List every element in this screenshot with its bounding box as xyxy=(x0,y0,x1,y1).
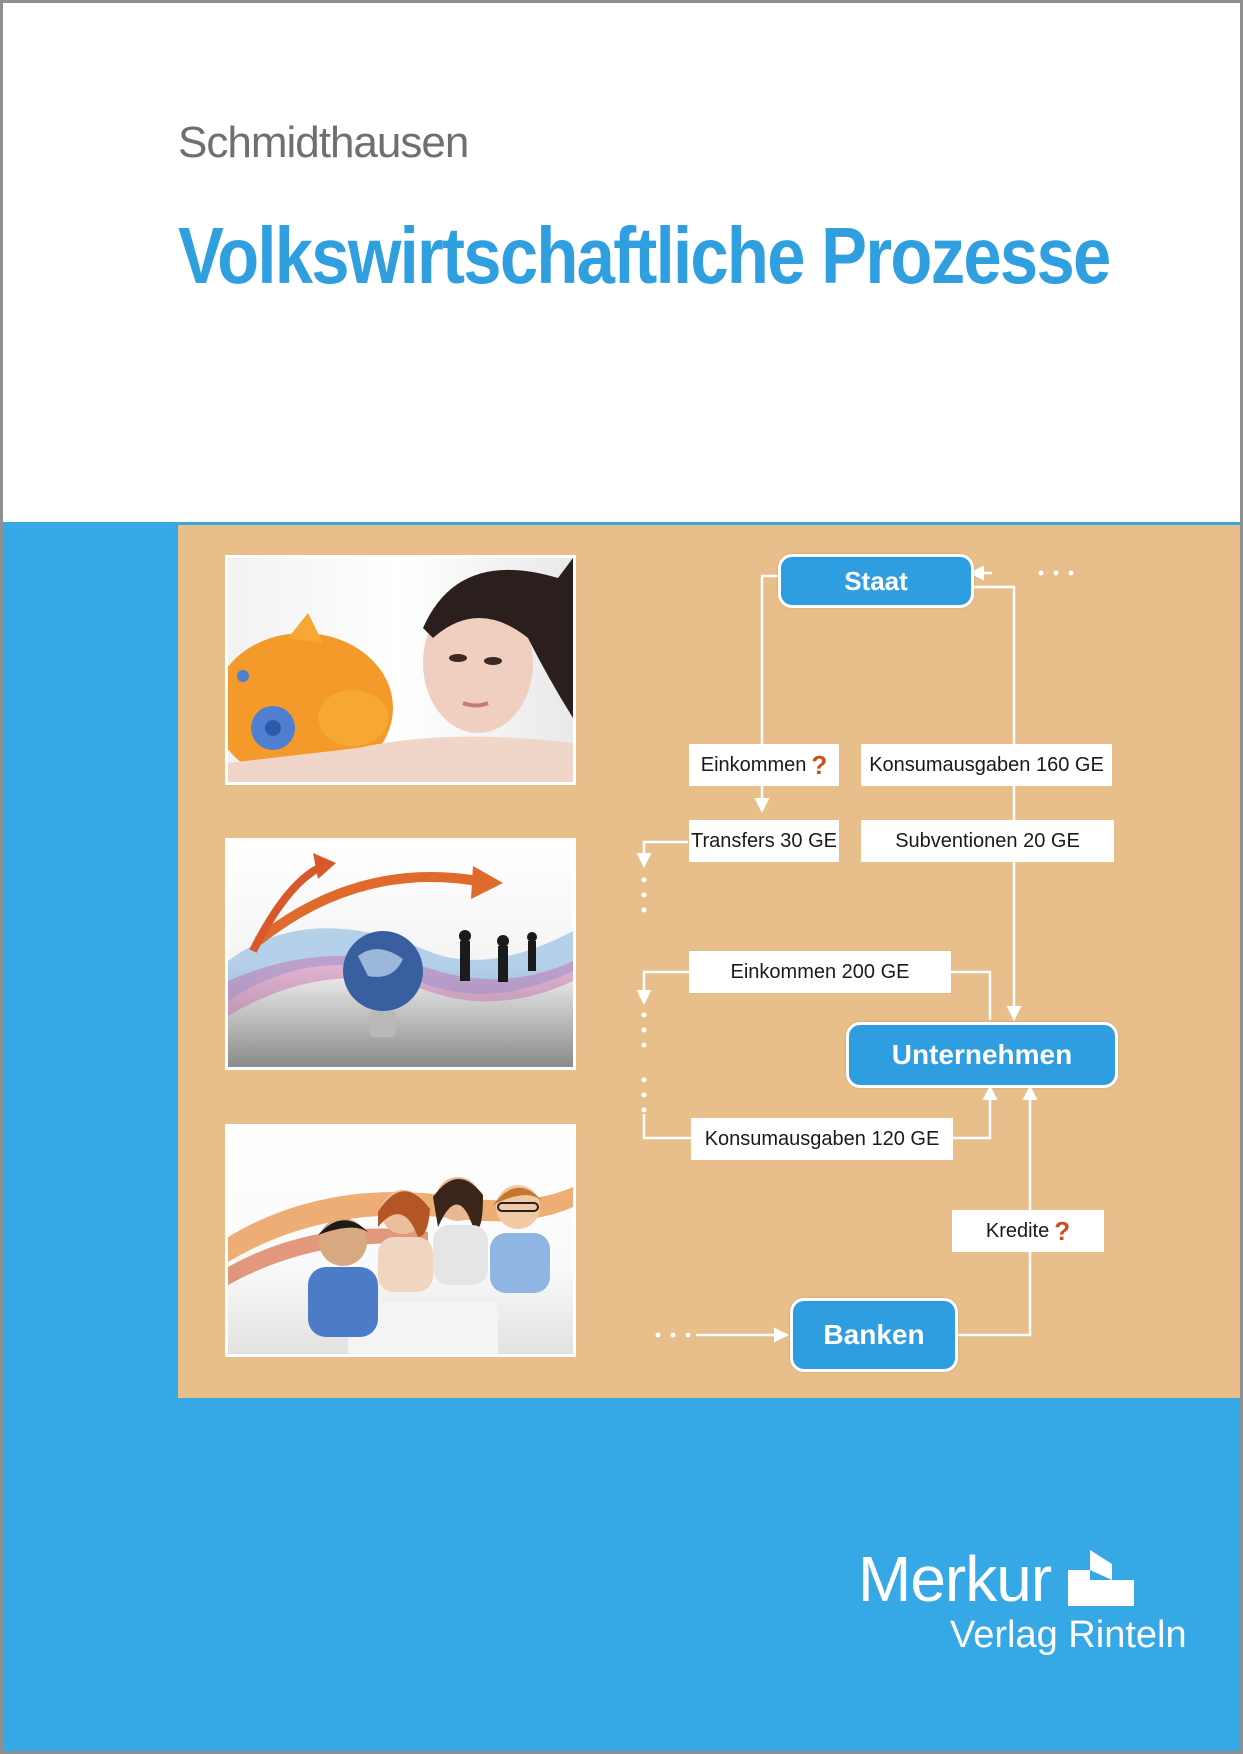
node-unternehmen: Unternehmen xyxy=(846,1022,1118,1088)
merkur-page-icon xyxy=(1068,1550,1134,1606)
book-title: Volkswirtschaftliche Prozesse xyxy=(178,211,1111,300)
question-mark-icon: ? xyxy=(811,749,828,780)
publisher-name: Merkur xyxy=(858,1543,1052,1615)
circular-flow-diagram: Staat Unternehmen Banken Einkommen ? Kon… xyxy=(600,540,1243,1400)
node-staat: Staat xyxy=(778,554,974,608)
label-kredite: Kredite ? xyxy=(952,1210,1104,1252)
label-einkommen-text: Einkommen xyxy=(700,753,807,776)
node-banken: Banken xyxy=(790,1298,958,1372)
label-einkommen-staat: Einkommen ? xyxy=(689,744,839,786)
globe-lightbulb-arrows-photo xyxy=(225,838,576,1070)
label-konsumausgaben-160: Konsumausgaben 160 GE xyxy=(861,744,1112,786)
globe-lightbulb-icon xyxy=(228,853,573,1037)
label-einkommen-200: Einkommen 200 GE xyxy=(689,951,951,993)
woman-with-piggy-bank-photo xyxy=(225,555,576,785)
author-name: Schmidthausen xyxy=(178,118,469,167)
question-mark-icon: ? xyxy=(1054,1215,1071,1246)
label-kredite-text: Kredite xyxy=(985,1219,1050,1242)
piggy-bank-icon xyxy=(228,558,573,782)
label-transfers: Transfers 30 GE xyxy=(689,820,839,862)
publisher-logo: Merkur Verlag Rinteln xyxy=(858,1542,1188,1662)
publisher-subtitle: Verlag Rinteln xyxy=(950,1614,1187,1656)
students-icon xyxy=(228,1177,573,1354)
label-subventionen: Subventionen 20 GE xyxy=(861,820,1114,862)
label-konsumausgaben-120: Konsumausgaben 120 GE xyxy=(691,1118,953,1160)
group-of-students-photo xyxy=(225,1124,576,1357)
